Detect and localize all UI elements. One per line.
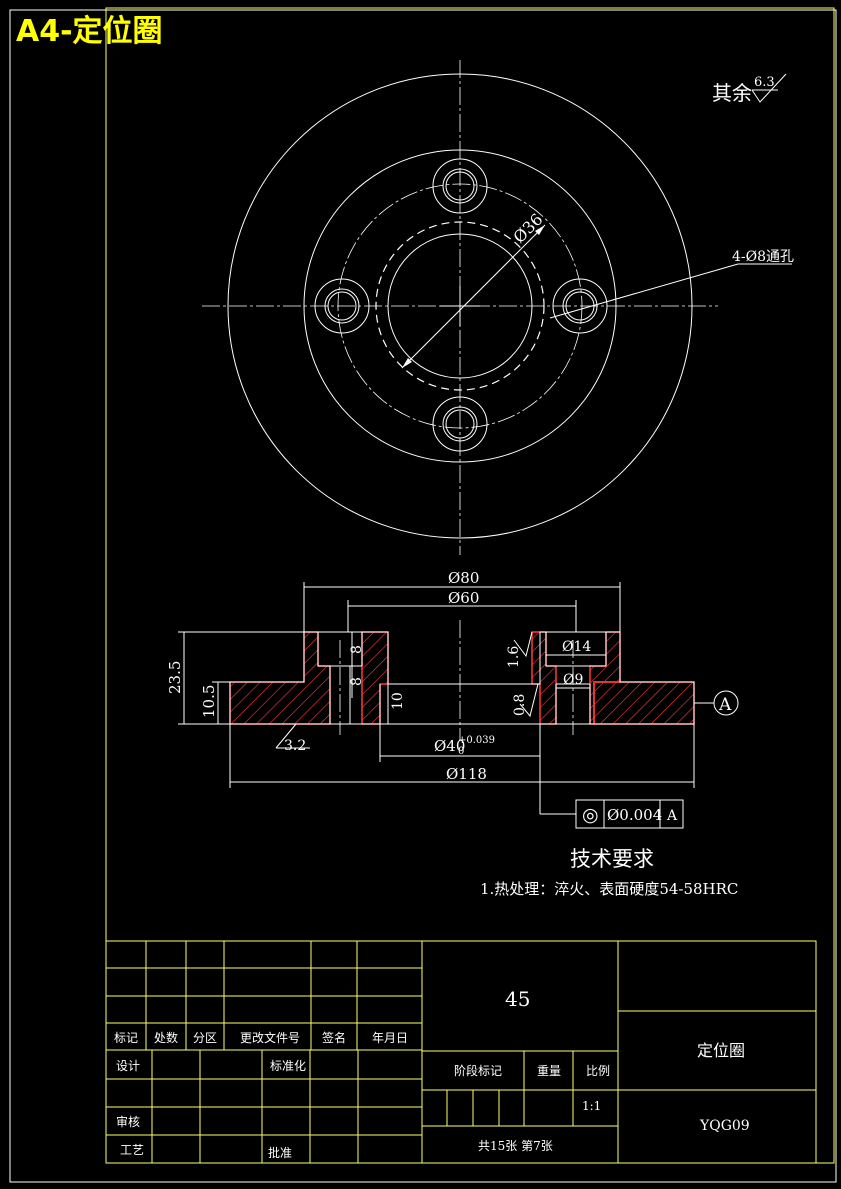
dim-d40: Ø40 [434, 737, 465, 755]
outer-border [9, 9, 837, 1183]
dim-h8a: 8 [349, 645, 365, 654]
tb-scale-label: 比例 [586, 1064, 610, 1078]
roughness-value: 6.3 [754, 75, 775, 90]
dim-d9: Ø9 [563, 672, 583, 688]
tb-sheet-info: 共15张 第7张 [478, 1139, 553, 1153]
tb-date: 年月日 [372, 1031, 408, 1045]
datum-label: A [718, 695, 732, 715]
holes-note: 4-Ø8通孔 [732, 249, 794, 265]
dim-d14: Ø14 [562, 639, 591, 655]
tb-review: 审核 [116, 1114, 140, 1129]
dim-d80: Ø80 [448, 569, 479, 587]
roughness-label: 其余 [712, 81, 752, 105]
rough-1-6: 1.6 [506, 646, 522, 668]
dim-d118: Ø118 [446, 765, 487, 783]
section-left-inner [361, 631, 389, 725]
roughness-symbol [751, 73, 787, 103]
tb-change-doc: 更改文件号 [240, 1030, 300, 1045]
tolerance-value: Ø0.004 [607, 806, 662, 824]
section-right-inner [531, 631, 557, 725]
hole-top [432, 158, 488, 214]
tb-material: 45 [505, 987, 530, 1011]
bore-dim-label: Ø36 [509, 210, 546, 247]
dim-d60: Ø60 [448, 589, 479, 607]
tolerance-symbol: ◎ [582, 804, 599, 826]
tb-signature: 签名 [322, 1030, 346, 1045]
dim-h23-5: 23.5 [166, 661, 184, 694]
top-view [202, 60, 792, 555]
section-left-body [229, 631, 331, 725]
tb-drawing-no: YQG09 [699, 1118, 750, 1134]
tech-req-heading: 技术要求 [570, 847, 654, 871]
dim-d40-tol-upper: +0.039 [458, 735, 495, 746]
dim-d40-tol-lower: 0 [458, 746, 464, 757]
tech-req-item-1: 1.热处理：淬火、表面硬度54-58HRC [480, 880, 738, 898]
hole-right [552, 278, 608, 334]
hole-left [314, 278, 370, 334]
hole-bottom [432, 396, 488, 452]
tb-approve: 批准 [268, 1145, 292, 1160]
tb-count: 处数 [154, 1030, 178, 1045]
tb-stage-mark: 阶段标记 [454, 1063, 502, 1078]
tb-standardize: 标准化 [270, 1059, 306, 1073]
tb-process: 工艺 [120, 1143, 144, 1157]
rough-0-8: 0.8 [512, 694, 528, 716]
dim-h10-5: 10.5 [200, 685, 218, 718]
tb-mark: 标记 [114, 1031, 138, 1045]
page-title: A4-定位圈 [16, 14, 163, 49]
tb-design: 设计 [116, 1059, 140, 1073]
section-view [178, 582, 739, 829]
title-block [105, 940, 817, 1164]
tb-part-name: 定位圈 [697, 1041, 745, 1060]
dim-h8b: 8 [349, 677, 365, 686]
tb-scale: 1:1 [582, 1099, 601, 1113]
tb-zone: 分区 [193, 1031, 217, 1045]
dim-h10: 10 [390, 692, 406, 710]
rough-3-2: 3.2 [284, 738, 306, 754]
tb-weight: 重量 [537, 1064, 561, 1078]
tolerance-datum: A [666, 808, 678, 824]
